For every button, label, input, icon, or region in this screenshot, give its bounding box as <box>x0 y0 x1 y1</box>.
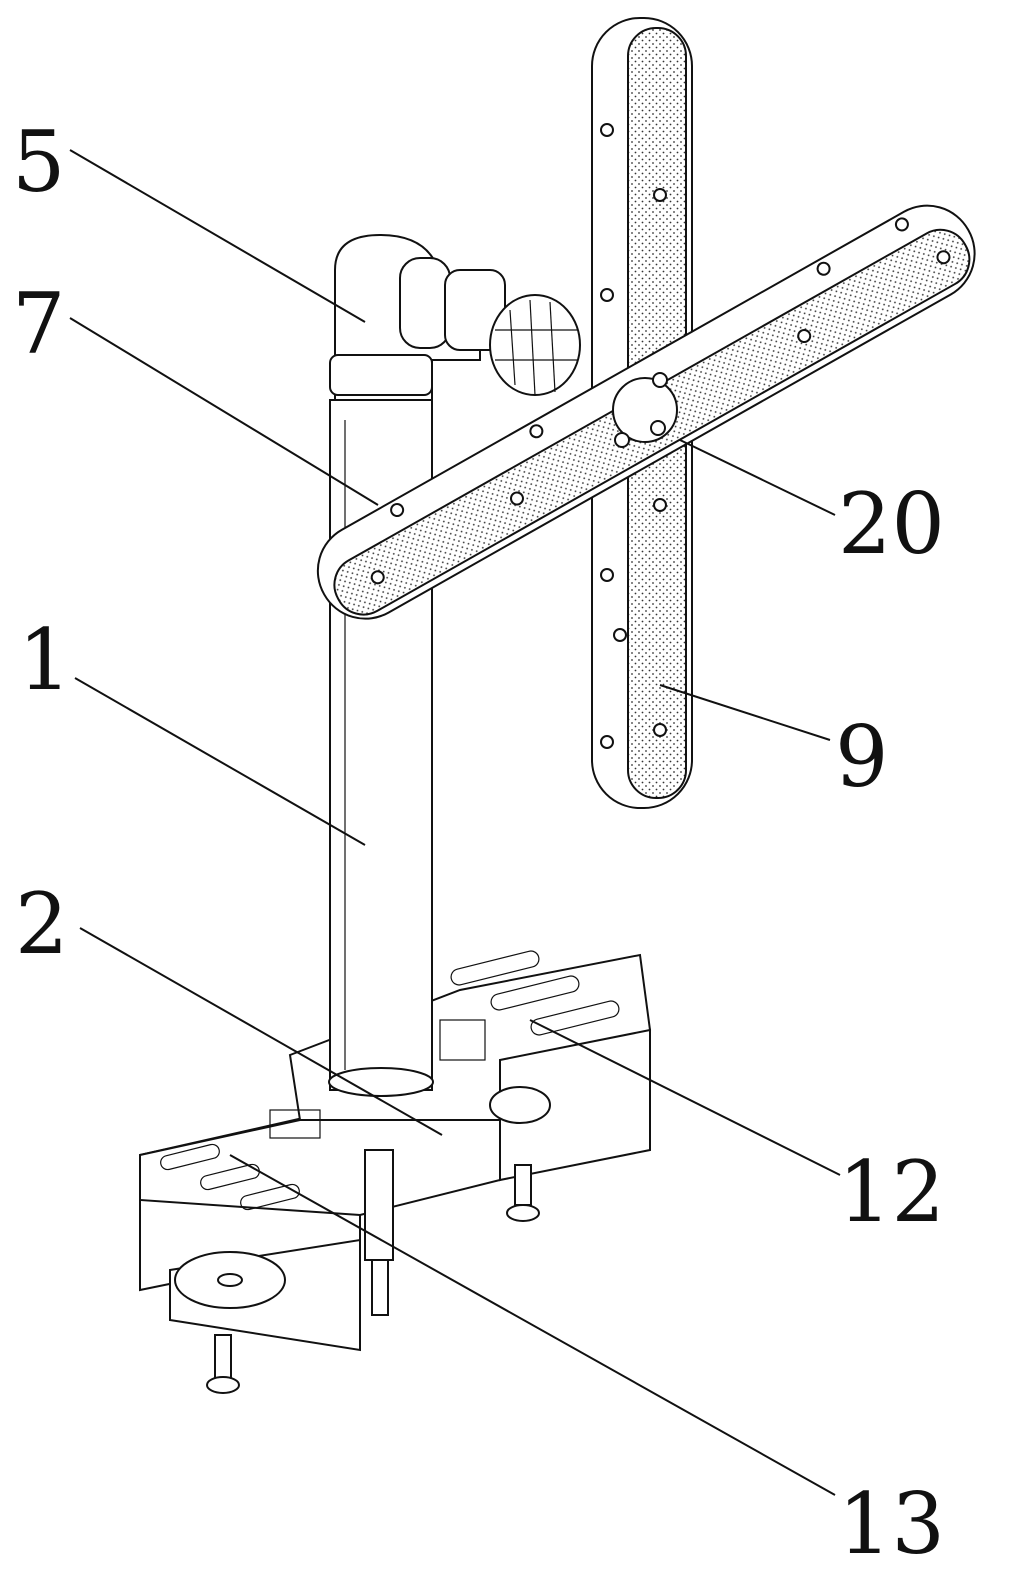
label-2: 2 <box>15 882 68 966</box>
label-9: 9 <box>835 715 888 799</box>
elbow-joint <box>330 235 580 400</box>
label-7: 7 <box>12 282 65 366</box>
label-20: 20 <box>838 482 945 566</box>
label-13: 13 <box>838 1482 945 1566</box>
label-1: 1 <box>18 618 71 702</box>
label-12: 12 <box>838 1150 945 1234</box>
label-5: 5 <box>12 120 65 204</box>
